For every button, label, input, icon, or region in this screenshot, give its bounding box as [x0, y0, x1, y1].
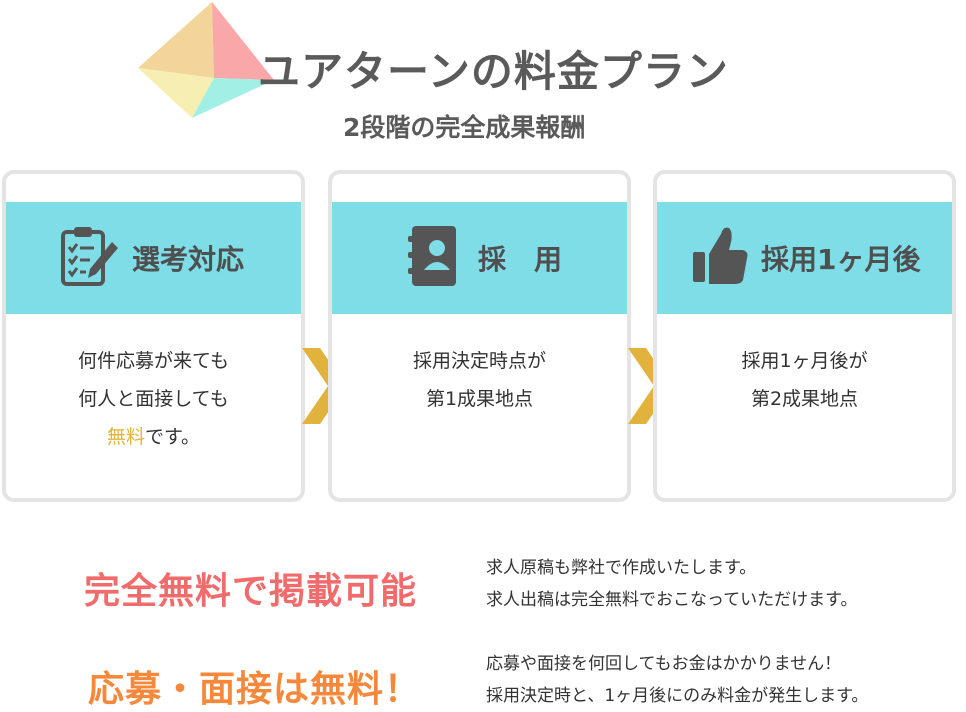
step-card-header: 採用1ヶ月後	[657, 202, 952, 314]
page-subtitle: 2段階の完全成果報酬	[343, 113, 586, 142]
feature-title-free-interview: 応募・面接は無料！	[88, 669, 422, 710]
page-title: ユアターンの料金プラン	[258, 47, 729, 96]
step-card-selection: 選考対応 何件応募が来ても 何人と面接しても 無料です。	[2, 170, 305, 502]
step-description: 採用1ヶ月後が 第2成果地点	[741, 350, 868, 410]
step-label: 採 用	[478, 243, 563, 276]
step-card-header: 採 用	[332, 202, 627, 314]
step-label: 選考対応	[132, 243, 245, 276]
contact-book-icon	[408, 226, 456, 286]
highlight-free: 無料	[106, 426, 145, 448]
clipboard-check-icon	[61, 227, 118, 286]
feature-description-free-listing: 求人原稿も弊社で作成いたします。 求人出稿は完全無料でおこなっていただけます。	[486, 558, 858, 610]
step-card-header: 選考対応	[6, 202, 301, 314]
step-card-one-month: 採用1ヶ月後 採用1ヶ月後が 第2成果地点	[653, 170, 956, 502]
feature-title-free-listing: 完全無料で掲載可能	[84, 571, 418, 612]
step-card-hiring: 採 用 採用決定時点が 第1成果地点	[328, 170, 631, 502]
step-label: 採用1ヶ月後	[761, 243, 921, 276]
step-description: 採用決定時点が 第1成果地点	[412, 350, 546, 410]
logo-gem-icon	[138, 2, 274, 118]
thumbs-up-icon	[693, 227, 748, 284]
step-description: 何件応募が来ても 何人と面接しても 無料です。	[77, 350, 230, 448]
feature-description-free-interview: 応募や面接を何回してもお金はかかりません！ 採用決定時と、1ヶ月後にのみ料金が発…	[486, 654, 869, 706]
